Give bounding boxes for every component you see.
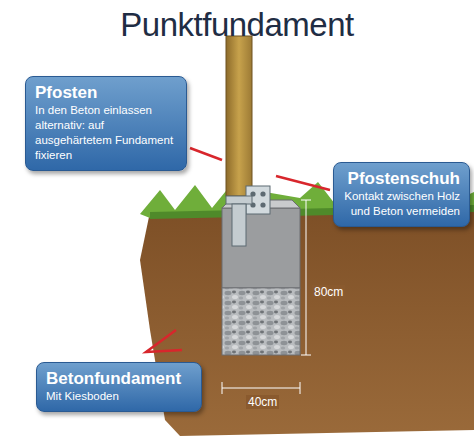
gravel-layer: [222, 288, 300, 355]
title: Punktfundament: [0, 6, 474, 44]
post-shoe-base: [226, 196, 252, 204]
leader-foundation: [146, 330, 182, 352]
wooden-post: [226, 36, 252, 196]
callout-body: In den Beton einlassen alternativ: auf a…: [35, 103, 177, 163]
dimension-label: 80cm: [312, 285, 345, 299]
callout-box: PfostenschuhKontakt zwischen Holz und Be…: [333, 162, 470, 227]
dimension-40: [222, 382, 300, 394]
dimension-label: 40cm: [246, 395, 279, 409]
callout-box: PfostenIn den Beton einlassen alternativ…: [25, 76, 187, 171]
callout-body: Mit Kiesboden: [46, 389, 192, 404]
dimension-80: [301, 200, 311, 355]
leader-post: [190, 148, 222, 160]
callout-body: Kontakt zwischen Holz und Beton vermeide…: [343, 189, 460, 219]
callout-heading: Betonfundament: [46, 369, 192, 389]
callout-heading: Pfosten: [35, 83, 177, 103]
post-shoe-anchor: [232, 204, 246, 246]
callout-box: BetonfundamentMit Kiesboden: [36, 362, 202, 412]
leader-shoe: [276, 176, 330, 190]
callout-heading: Pfostenschuh: [343, 169, 460, 189]
